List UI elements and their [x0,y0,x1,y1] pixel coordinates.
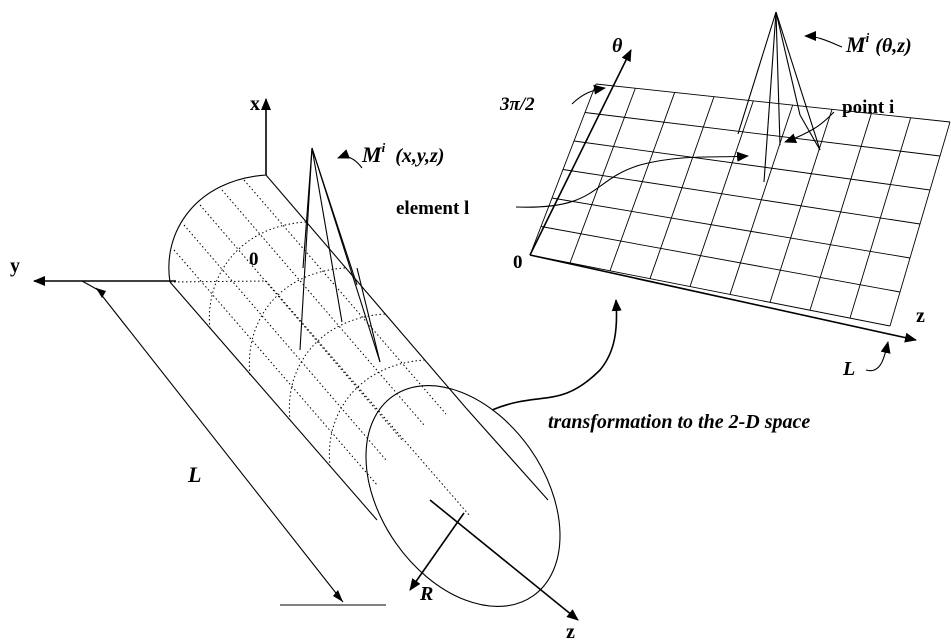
cyl-dotted-rings [208,221,426,467]
cyl-y-label: y [10,255,20,277]
plane-grid-row [562,169,921,225]
cyl-length-label: L [187,462,201,487]
plane-grid-row [595,83,951,123]
plane-spike [737,11,821,183]
plane-grid-row [529,254,891,327]
cyl-spike [299,147,381,363]
caption: transformation to the 2-D space [548,411,810,433]
plane-grid-row [540,226,901,293]
plane-grid-row [584,112,941,157]
radius-arrow [409,512,465,591]
plane-origin-label: 0 [513,252,523,273]
cyl-z-label: z [566,621,575,640]
cyl-node-label: Mi(x,y,z) [361,140,444,167]
cyl-top-edge [265,174,467,409]
cyl-dotted-generators [169,179,471,517]
cyl-top-edge-2 [465,407,549,501]
transformation-arrow [491,299,622,411]
cyl-radius-label: R [419,583,433,605]
cyl-bottom-edge [169,281,378,521]
plane-grid [529,83,951,327]
cyl-z-axis [429,499,579,621]
element-leader [515,151,749,208]
plane-z-axis [529,254,917,343]
cyl-front-cap [365,384,561,608]
point-i-leader [784,111,835,143]
cyl-back-cap [168,174,267,283]
plane-length-leader [865,341,891,372]
element-label: element l [396,198,469,219]
plane-theta-label: θ [612,35,623,57]
length-arrowhead-bottom [333,590,343,602]
cylinder-figure [33,98,579,621]
cyl-x-label: x [250,93,260,115]
theta-max-leader [571,84,606,105]
point-i-label: point i [842,97,894,118]
length-dimension-line [95,287,344,603]
plane-figure [515,11,951,372]
plane-theta-axis [529,49,632,256]
plane-length-label: L [842,358,855,380]
plane-z-label: z [916,305,925,327]
cyl-spike-leader [337,149,363,169]
plane-theta-max-label: 3π/2 [499,94,535,115]
length-arrowhead-top [96,288,106,298]
plane-spike-leader [804,31,843,48]
plane-grid-row [573,140,931,191]
cyl-origin-label: 0 [249,249,259,270]
plane-grid-row [551,197,911,259]
plane-node-label: Mi(θ,z) [845,30,912,57]
